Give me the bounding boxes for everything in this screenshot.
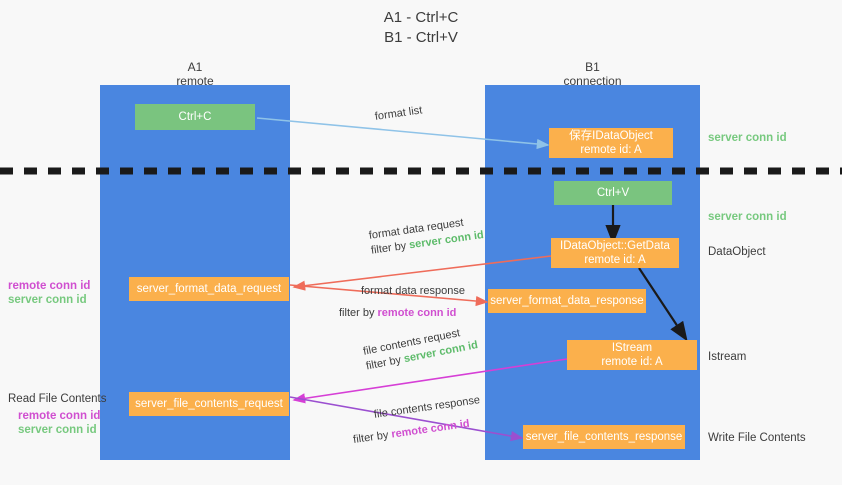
column-b1-name: B1 [585, 60, 600, 74]
filter-prefix-4: filter by [352, 428, 393, 446]
node-ctrl-v[interactable]: Ctrl+V [554, 181, 672, 205]
node-istream-line2: remote id: A [601, 356, 663, 368]
title-line-2: B1 - Ctrl+V [384, 29, 458, 46]
edge-label-format-data-response: format data response filter by remote co… [339, 284, 465, 321]
node-istream-line1: IStream [611, 342, 653, 354]
side-note-dataobject: DataObject [708, 246, 766, 258]
column-a1-sub: remote [176, 74, 214, 88]
column-header-b1: B1 connection [485, 60, 700, 88]
left-note-group-file: Read File Contents remote conn id server… [8, 392, 107, 436]
filter-prefix-2: filter by [339, 307, 378, 319]
node-server-file-contents-response[interactable]: server_file_contents_response [523, 425, 685, 449]
node-save-dataobject-line1: 保存IDataObject [569, 130, 653, 142]
side-note-server-conn-id-top: server conn id [708, 132, 787, 144]
node-ctrl-c-label: Ctrl+C [178, 111, 212, 123]
column-header-a1: A1 remote [100, 60, 290, 88]
node-server-file-contents-request[interactable]: server_file_contents_request [129, 392, 289, 416]
node-idataobject-getdata[interactable]: IDataObject::GetData remote id: A [551, 238, 679, 268]
side-note-istream: Istream [708, 351, 747, 363]
edge-label-format-data-response-text: format data response [361, 285, 465, 297]
filter-target-4: remote conn id [390, 417, 471, 441]
side-note-write-file-contents: Write File Contents [708, 432, 806, 444]
side-note-server-conn-id-mid: server conn id [708, 211, 787, 223]
node-save-dataobject-line2: remote id: A [580, 144, 642, 156]
node-save-dataobject[interactable]: 保存IDataObject remote id: A [549, 128, 673, 158]
node-ctrl-c[interactable]: Ctrl+C [135, 104, 255, 130]
edge-label-file-contents-request: file contents request filter by server c… [362, 323, 479, 374]
node-server-file-contents-response-label: server_file_contents_response [525, 431, 683, 443]
page-title: A1 - Ctrl+C B1 - Ctrl+V [0, 8, 842, 48]
edge-label-file-contents-response-filter: filter by remote conn id [352, 415, 484, 448]
left-note-remote-conn-id-1: remote conn id [8, 280, 91, 292]
edge-label-format-list: format list [374, 103, 423, 124]
left-note-server-conn-id-1: server conn id [8, 294, 87, 306]
column-b1-sub: connection [563, 74, 622, 88]
edge-label-format-data-response-filter: filter by remote conn id [339, 306, 465, 321]
edge-label-file-contents-response: file contents response filter by remote … [352, 393, 484, 446]
node-server-file-contents-request-label: server_file_contents_request [135, 398, 283, 410]
title-line-1: A1 - Ctrl+C [383, 9, 459, 26]
node-server-format-data-response-label: server_format_data_response [490, 295, 644, 307]
edge-label-format-data-request: format data request filter by server con… [368, 213, 485, 259]
left-note-server-conn-id-2: server conn id [18, 424, 97, 436]
node-getdata-line2: remote id: A [584, 254, 646, 266]
node-server-format-data-request-label: server_format_data_request [136, 283, 282, 295]
node-getdata-line1: IDataObject::GetData [560, 240, 670, 252]
filter-target-2: remote conn id [377, 307, 457, 319]
left-note-read-file-contents: Read File Contents [8, 393, 107, 405]
edge-label-format-list-text: format list [374, 104, 424, 123]
node-ctrl-v-label: Ctrl+V [596, 187, 630, 199]
node-istream[interactable]: IStream remote id: A [567, 340, 697, 370]
left-note-remote-conn-id-2: remote conn id [18, 410, 101, 422]
left-note-group-format: remote conn id server conn id [8, 279, 90, 307]
filter-prefix-1: filter by [370, 239, 411, 257]
node-server-format-data-request[interactable]: server_format_data_request [129, 277, 289, 301]
node-server-format-data-response[interactable]: server_format_data_response [488, 289, 646, 313]
column-a1-name: A1 [187, 60, 203, 74]
